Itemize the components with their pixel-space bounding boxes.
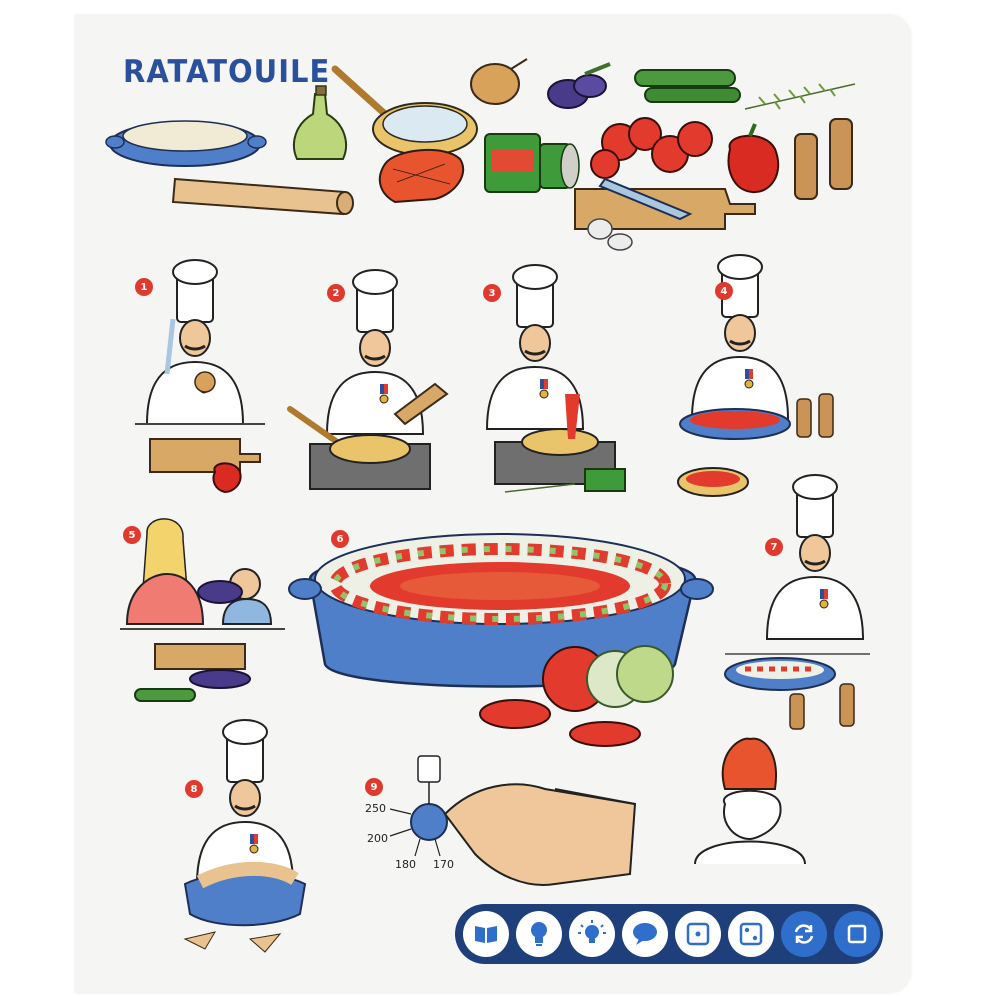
stop-square-icon — [847, 924, 867, 944]
open-book-icon — [475, 926, 497, 943]
lightbulb-glow-icon — [578, 920, 606, 943]
die-two-icon — [739, 922, 763, 946]
step-number-badge: 8 — [185, 780, 203, 798]
oven-dial-mark: 180 — [395, 858, 416, 871]
lightbulb-icon — [531, 922, 547, 946]
game-one-button[interactable] — [675, 911, 721, 957]
die-one-icon — [686, 922, 710, 946]
hint-button[interactable] — [516, 911, 562, 957]
stop-button[interactable] — [834, 911, 880, 957]
step-number-badge: 3 — [483, 284, 501, 302]
step-number-badge: 6 — [331, 530, 349, 548]
step-4-chef — [677, 253, 834, 497]
reader-toolbar — [455, 904, 883, 964]
olive-oil-bottle-icon — [293, 85, 347, 160]
frying-pan-icon — [331, 65, 478, 156]
cat-with-oven-mitt — [694, 737, 806, 865]
speak-button[interactable] — [622, 911, 668, 957]
step-number-badge: 4 — [715, 282, 733, 300]
eggplant-icon — [547, 62, 611, 109]
oven-dial-mark: 170 — [433, 858, 454, 871]
step-number-badge: 1 — [135, 278, 153, 296]
game-two-button[interactable] — [728, 911, 774, 957]
oven-dial-mark: 250 — [365, 802, 386, 815]
tomatoes-icon — [590, 117, 713, 179]
refresh-icon — [794, 924, 814, 944]
oven-mitt-icon — [378, 148, 465, 204]
thyme-sprig-icon — [744, 83, 856, 110]
step-2-chef — [287, 268, 449, 490]
step-6-ratatouille-dish — [288, 533, 714, 747]
baking-dish-icon — [105, 120, 267, 167]
step-1-chef — [135, 258, 265, 494]
red-pepper-icon — [727, 123, 780, 194]
repeat-button[interactable] — [781, 911, 827, 957]
canned-tomatoes-icon — [484, 133, 580, 193]
recipe-title: RATATOUILE — [123, 52, 331, 90]
idea-button[interactable] — [569, 911, 615, 957]
pepper-mill-icon — [794, 118, 853, 200]
recipe-illustrations — [105, 58, 870, 953]
oven-dial-mark: 200 — [367, 832, 388, 845]
step-number-badge: 5 — [123, 526, 141, 544]
pastry-roll-icon — [171, 177, 354, 216]
step-number-badge: 9 — [365, 778, 383, 796]
cutting-board-knife-icon — [574, 177, 756, 251]
step-9-oven-dial — [389, 755, 637, 886]
step-8-chef — [183, 718, 307, 953]
step-5-family — [120, 518, 285, 702]
onion-icon — [470, 58, 528, 105]
step-number-badge: 7 — [765, 538, 783, 556]
read-book-button[interactable] — [463, 911, 509, 957]
step-number-badge: 2 — [327, 284, 345, 302]
zucchini-icon — [634, 69, 741, 103]
step-7-chef — [724, 473, 870, 730]
speech-bubble-icon — [633, 923, 657, 945]
recipe-page: RATATOUILE — [75, 14, 911, 992]
step-3-chef — [485, 263, 626, 493]
